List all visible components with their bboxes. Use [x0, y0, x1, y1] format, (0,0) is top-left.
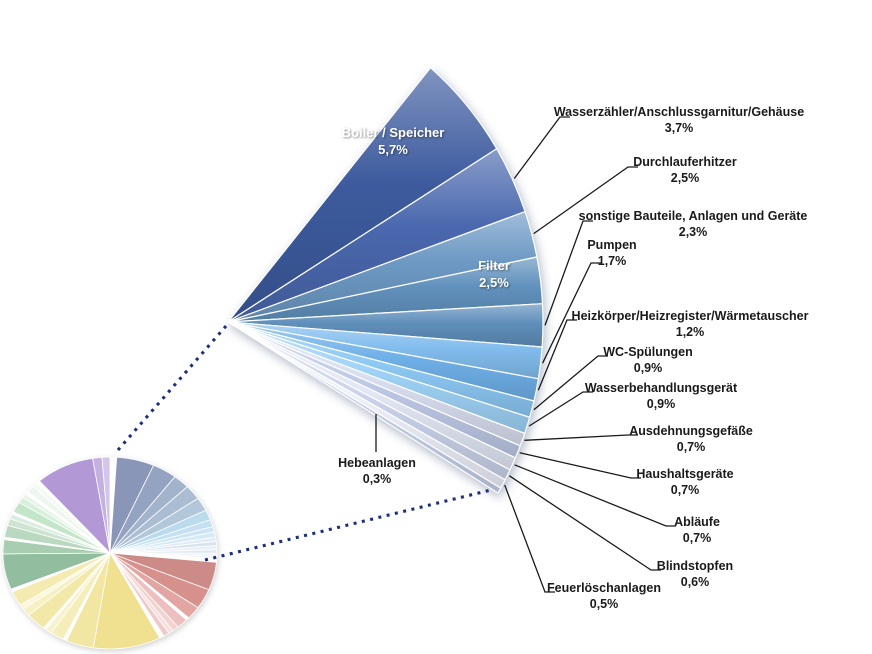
- fan-label-durchlauferhitzer-value: 2,5%: [671, 171, 700, 185]
- fan-label-blindstopfen: Blindstopfen: [657, 559, 733, 573]
- fan-label-wc: WC-Spülungen: [603, 345, 693, 359]
- fan-label-ablaeufe-value: 0,7%: [683, 531, 712, 545]
- detail-connectors: [116, 324, 496, 562]
- fan-label-hebeanlagen: Hebeanlagen: [338, 456, 416, 470]
- fan-label-hebeanlagen-value: 0,3%: [363, 472, 392, 486]
- fan-label-boiler: Boiler / Speicher: [342, 125, 445, 140]
- fan-label-heizkoerper-value: 1,2%: [676, 325, 705, 339]
- fan-label-durchlauferhitzer: Durchlauferhitzer: [633, 155, 737, 169]
- fan-segment-hebeanlagen: [227, 321, 502, 494]
- leader-pumpen: [542, 262, 601, 364]
- leader-ablaeufe: [514, 464, 676, 527]
- leader-durchlauferhitzer: [533, 166, 638, 235]
- leader-wc: [533, 355, 608, 411]
- leader-feuerloesch: [504, 484, 555, 593]
- fan-label-wasserzaehler: Wasserzähler/Anschlussgarnitur/Gehäuse: [554, 105, 804, 119]
- fan-label-filter-value: 2,5%: [479, 275, 509, 290]
- detail-fan: [227, 66, 544, 494]
- connector-dotted-line-2: [204, 487, 496, 562]
- fan-label-ablaeufe: Abläufe: [674, 515, 720, 529]
- leader-wasserzaehler: [513, 116, 570, 179]
- fan-label-wasserbehandlung: Wasserbehandlungsgerät: [585, 381, 738, 395]
- leader-sonstige: [544, 220, 593, 326]
- fan-label-haushalt: Haushaltsgeräte: [636, 467, 733, 481]
- fan-label-filter: Filter: [478, 258, 510, 273]
- leader-ausdehnung: [524, 434, 638, 441]
- leader-lines: [375, 116, 676, 593]
- fan-label-wc-value: 0,9%: [634, 361, 663, 375]
- fan-label-boiler-value: 5,7%: [378, 142, 408, 157]
- leader-haushalt: [519, 452, 641, 479]
- connector-dotted-line-1: [116, 324, 228, 452]
- fan-label-sonstige: sonstige Bauteile, Anlagen und Geräte: [579, 209, 808, 223]
- fan-label-feuerloesch-value: 0,5%: [590, 597, 619, 611]
- fan-label-pumpen-value: 1,7%: [598, 254, 627, 268]
- fan-label-sonstige-value: 2,3%: [679, 225, 708, 239]
- overview-pie-slice-53: [101, 456, 111, 554]
- overview-pie: [2, 456, 218, 650]
- fan-label-ausdehnung-value: 0,7%: [677, 440, 706, 454]
- fan-label-heizkoerper: Heizkörper/Heizregister/Wärmetauscher: [572, 309, 809, 323]
- fan-label-wasserbehandlung-value: 0,9%: [647, 397, 676, 411]
- fan-label-haushalt-value: 0,7%: [671, 483, 700, 497]
- fan-label-blindstopfen-value: 0,6%: [681, 575, 710, 589]
- leader-heizkoerper: [537, 319, 577, 391]
- fan-label-ausdehnung: Ausdehnungsgefäße: [629, 424, 753, 438]
- fan-label-wasserzaehler-value: 3,7%: [665, 121, 694, 135]
- leader-wasserbehandlung: [528, 391, 593, 427]
- leader-blindstopfen: [509, 475, 661, 571]
- fan-label-feuerloesch: Feuerlöschanlagen: [547, 581, 661, 595]
- segment-labels: Boiler / Speicher 5,7% Wasserzähler/Anschl…: [338, 105, 808, 611]
- fan-label-pumpen: Pumpen: [587, 238, 636, 252]
